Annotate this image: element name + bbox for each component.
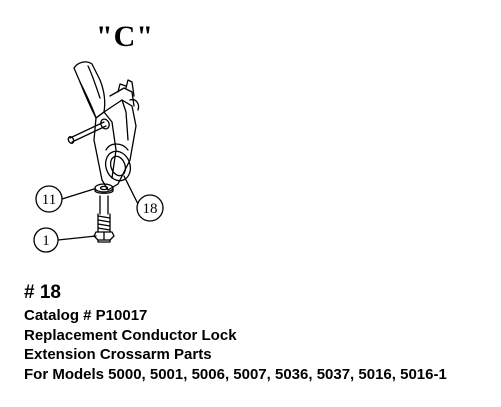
- cross-pin: [67, 118, 110, 144]
- part-number: # 18: [24, 282, 61, 303]
- catalog-number: Catalog # P10017: [24, 307, 148, 324]
- callout-11: 11: [35, 185, 63, 213]
- conductor-lock-ring: [104, 143, 132, 182]
- bolt: [93, 195, 115, 243]
- figure-label: "C": [96, 20, 154, 53]
- callout-1: 1: [33, 227, 59, 253]
- callout-1-label: 1: [42, 233, 50, 249]
- leader-lines: [57, 175, 139, 241]
- part-category: Extension Crossarm Parts: [24, 346, 212, 363]
- callout-18-label: 18: [143, 201, 158, 217]
- washer: [94, 183, 114, 194]
- part-info: # 18 Catalog # P10017 Replacement Conduc…: [24, 282, 494, 384]
- compatible-models: For Models 5000, 5001, 5006, 5007, 5036,…: [24, 365, 447, 383]
- part-description: Replacement Conductor Lock: [24, 326, 237, 344]
- parts-diagram: 11 1 18: [33, 61, 164, 253]
- latch-lever: [73, 61, 106, 119]
- callout-11-label: 11: [42, 192, 56, 208]
- lock-body: [93, 79, 140, 191]
- callout-18: 18: [136, 194, 164, 222]
